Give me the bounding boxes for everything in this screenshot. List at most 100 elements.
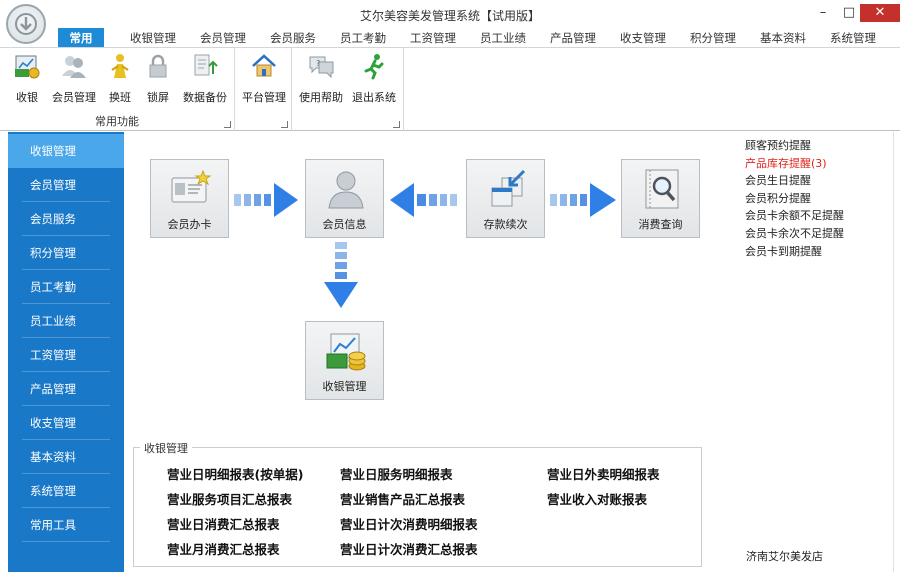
report-link[interactable]: 营业日计次消费明细报表 [340, 517, 478, 532]
cashier-reports-group: 收银管理 营业日明细报表(按单据) 营业服务项目汇总报表 营业日消费汇总报表 营… [133, 440, 702, 567]
ribbon-group-platform: 平台管理 [235, 48, 292, 131]
consumption-query-label: 消费查询 [638, 218, 683, 231]
members-icon [62, 56, 86, 78]
deposit-icon [491, 169, 526, 207]
report-link[interactable]: 营业服务项目汇总报表 [167, 492, 293, 507]
minimize-button[interactable]: – [819, 5, 827, 20]
report-link[interactable]: 营业日明细报表(按单据) [167, 467, 304, 482]
ribbon-member-label: 会员管理 [52, 91, 96, 104]
reminder-list: 顾客预约提醒 产品库存提醒(3) 会员生日提醒 会员积分提醒 会员卡余额不足提醒… [745, 137, 844, 260]
tab-finance[interactable]: 收支管理 [620, 31, 666, 45]
tab-common[interactable]: 常用 [58, 28, 104, 48]
ribbon-platform-button[interactable]: 平台管理 [240, 52, 288, 105]
reports-legend: 收银管理 [140, 440, 192, 456]
arrow-left-icon [390, 183, 457, 217]
group-launcher-icon[interactable] [281, 121, 288, 128]
sidebar-divider [22, 337, 110, 338]
sidebar-item-system[interactable]: 系统管理 [30, 484, 76, 498]
close-button[interactable]: ✕ [860, 4, 900, 22]
sidebar-item-performance[interactable]: 员工业绩 [30, 314, 76, 328]
reminder-expiry[interactable]: 会员卡到期提醒 [745, 244, 822, 258]
deposit-renew-tile[interactable]: 存款续次 [466, 159, 545, 238]
arrow-right-icon [234, 183, 298, 217]
sidebar-item-tools[interactable]: 常用工具 [30, 518, 76, 532]
tab-salary[interactable]: 工资管理 [410, 31, 456, 45]
group-launcher-icon[interactable] [224, 121, 231, 128]
down-arrow-icon [15, 13, 37, 35]
report-link[interactable]: 营业日计次消费汇总报表 [340, 542, 478, 557]
ribbon-shift-button[interactable]: 换班 [104, 52, 136, 105]
tab-member[interactable]: 会员管理 [200, 31, 246, 45]
tab-performance[interactable]: 员工业绩 [480, 31, 526, 45]
member-info-tile[interactable]: 会员信息 [305, 159, 384, 238]
reminder-stock[interactable]: 产品库存提醒(3) [745, 156, 827, 170]
reminder-appointment[interactable]: 顾客预约提醒 [745, 139, 811, 152]
reminder-count-low[interactable]: 会员卡余次不足提醒 [745, 226, 844, 240]
sidebar-divider [22, 371, 110, 372]
ribbon-help-button[interactable]: ? 使用帮助 [298, 52, 344, 105]
sidebar-item-member-service[interactable]: 会员服务 [30, 212, 76, 226]
ribbon-platform-label: 平台管理 [242, 91, 286, 104]
sidebar-item-points[interactable]: 积分管理 [30, 246, 76, 260]
member-card-tile[interactable]: 会员办卡 [150, 159, 229, 238]
window-title: 艾尔美容美发管理系统【试用版】 [359, 9, 540, 23]
ribbon: 收银 会员管理 换班 锁屏 [0, 47, 900, 131]
sidebar-item-product[interactable]: 产品管理 [30, 382, 76, 396]
ribbon-backup-label: 数据备份 [183, 91, 227, 104]
sidebar-item-attendance[interactable]: 员工考勤 [30, 280, 76, 294]
ribbon-backup-button[interactable]: 数据备份 [182, 52, 228, 105]
group-launcher-icon[interactable] [393, 121, 400, 128]
ribbon-cashier-label: 收银 [16, 91, 38, 104]
cashier-tile-label: 收银管理 [322, 380, 367, 393]
report-link[interactable]: 营业日消费汇总报表 [167, 517, 280, 532]
consumption-query-tile[interactable]: 消费查询 [621, 159, 700, 238]
report-link[interactable]: 营业销售产品汇总报表 [340, 492, 466, 507]
app-menu-button[interactable] [6, 4, 46, 44]
tab-basic-data[interactable]: 基本资料 [760, 31, 806, 45]
sidebar-item-finance[interactable]: 收支管理 [30, 416, 76, 430]
sidebar-divider [22, 201, 110, 202]
reminder-balance-low[interactable]: 会员卡余额不足提醒 [745, 209, 844, 223]
ribbon-help-label: 使用帮助 [299, 91, 343, 104]
ribbon-member-button[interactable]: 会员管理 [50, 52, 98, 105]
report-link[interactable]: 营业日外卖明细报表 [547, 467, 660, 482]
store-name: 济南艾尔美发店 [746, 550, 823, 563]
ribbon-lock-button[interactable]: 锁屏 [142, 52, 174, 105]
backup-icon [194, 54, 218, 76]
running-man-icon [364, 54, 384, 80]
report-link[interactable]: 营业月消费汇总报表 [167, 542, 280, 557]
report-link[interactable]: 营业日服务明细报表 [340, 467, 453, 482]
ribbon-group-label: 常用功能 [95, 115, 139, 128]
tab-points[interactable]: 积分管理 [690, 31, 736, 45]
sidebar-divider [22, 473, 110, 474]
ribbon-exit-label: 退出系统 [352, 91, 396, 104]
reminder-points[interactable]: 会员积分提醒 [745, 191, 811, 205]
tab-system[interactable]: 系统管理 [830, 31, 876, 45]
title-bar: 艾尔美容美发管理系统【试用版】 – □ ✕ [0, 0, 900, 30]
magnifier-icon [645, 169, 679, 209]
tab-cashier[interactable]: 收银管理 [130, 31, 176, 45]
sidebar-divider [22, 303, 110, 304]
lock-icon [149, 54, 167, 78]
sidebar-item-cashier[interactable]: 收银管理 [8, 134, 124, 168]
ribbon-exit-button[interactable]: 退出系统 [350, 52, 398, 105]
sidebar-item-member[interactable]: 会员管理 [30, 178, 76, 192]
sidebar-divider [22, 269, 110, 270]
reminder-birthday[interactable]: 会员生日提醒 [745, 174, 811, 188]
sidebar-item-salary[interactable]: 工资管理 [30, 348, 76, 362]
cashier-tile[interactable]: 收银管理 [305, 321, 384, 400]
ribbon-cashier-button[interactable]: 收银 [8, 52, 46, 105]
report-link[interactable]: 营业收入对账报表 [547, 492, 648, 507]
ribbon-shift-label: 换班 [109, 91, 131, 104]
tab-member-service[interactable]: 会员服务 [270, 31, 316, 45]
cashier-icon [15, 55, 40, 79]
ribbon-group-help: ? 使用帮助 退出系统 [292, 48, 404, 131]
ribbon-group-common: 收银 会员管理 换班 锁屏 [0, 48, 235, 131]
tab-attendance[interactable]: 员工考勤 [340, 31, 386, 45]
svg-text:?: ? [316, 59, 320, 68]
sidebar-item-basic-data[interactable]: 基本资料 [30, 450, 76, 464]
maximize-button[interactable]: □ [842, 5, 856, 20]
sidebar-divider [22, 235, 110, 236]
tab-product[interactable]: 产品管理 [550, 31, 596, 45]
sidebar-divider [22, 405, 110, 406]
